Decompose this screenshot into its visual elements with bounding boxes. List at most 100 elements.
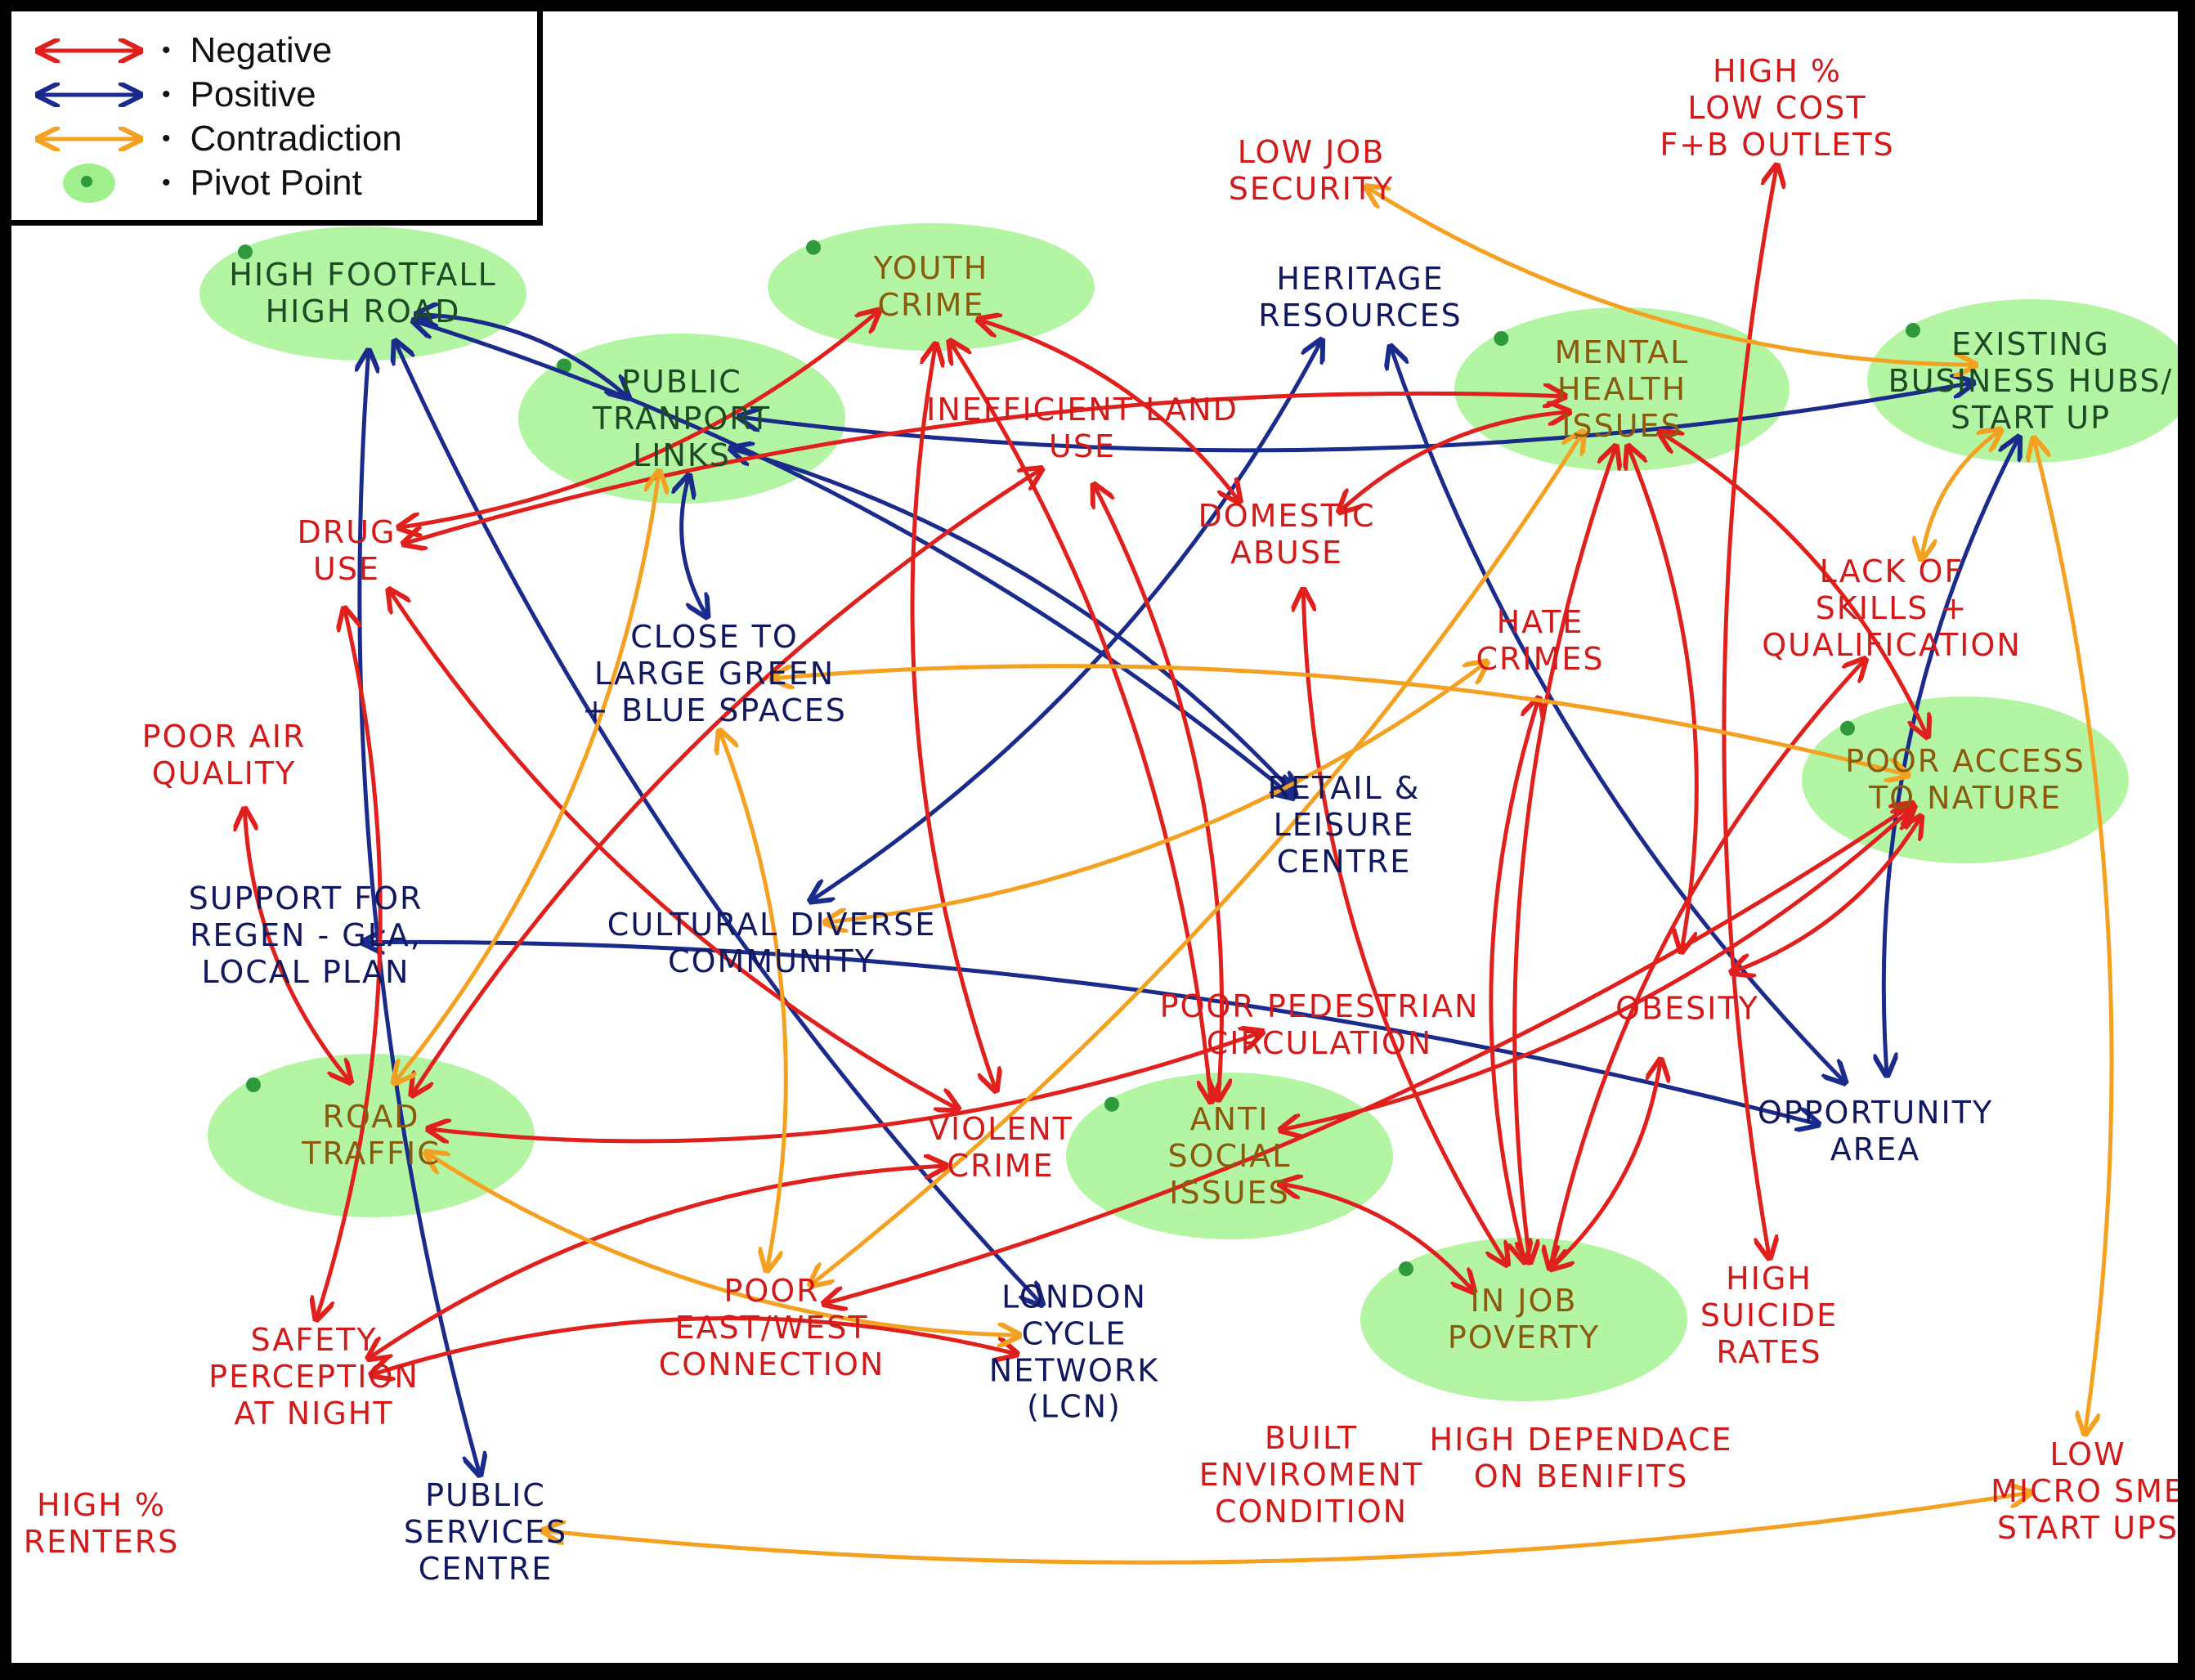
- node-label-line: Renters: [23, 1524, 180, 1560]
- legend-bullet: •: [162, 125, 171, 152]
- pivot-dot-icon: [1840, 720, 1855, 736]
- node-low-job: Low JobSecurity: [1229, 134, 1395, 208]
- relationship-arrows: [199, 11, 2178, 1565]
- node-label-line: Business Hubs/: [1888, 362, 2174, 399]
- node-label-line: Existing: [1951, 325, 2110, 362]
- legend-bullet: •: [162, 81, 171, 108]
- node-label-line: Inefficient Land: [926, 392, 1239, 428]
- node-high-suicide: HighSuicideRates: [1700, 1261, 1838, 1370]
- node-label-line: Low Job: [1237, 134, 1386, 171]
- node-label-line: High Footfall: [229, 257, 497, 293]
- arrow-contradiction-road-traffic-to-london-cycle: [426, 1153, 1019, 1336]
- node-london-cycle: LondonCycleNetwork(LCN): [989, 1279, 1159, 1425]
- node-youth-crime: YouthCrime: [874, 250, 989, 324]
- node-label-line: on Benifits: [1473, 1458, 1689, 1494]
- node-label-line: Leisure: [1273, 806, 1415, 843]
- node-heritage: HeritageResources: [1258, 261, 1462, 334]
- node-label-line: High %: [1712, 52, 1842, 89]
- node-violent-crime: ViolentCrime: [928, 1111, 1073, 1185]
- legend-item-contradiction: • Contradiction: [28, 118, 402, 160]
- node-existing-business: ExistingBusiness Hubs/Start up: [1888, 326, 2174, 436]
- green-pivot-dot-icon: [63, 164, 115, 203]
- node-label-line: Safety: [250, 1321, 378, 1358]
- node-label-line: Micro SME: [1991, 1472, 2178, 1509]
- node-public-transport: PublicTranportLinks: [593, 364, 771, 473]
- node-label-line: Heritage: [1276, 261, 1445, 298]
- node-label-line: London: [1001, 1279, 1147, 1315]
- whiteboard: High FootfallHigh RoadYouthCrimePublicTr…: [11, 11, 2178, 1663]
- node-label-line: High Dependace: [1429, 1422, 1733, 1458]
- node-label-line: Issues: [1561, 407, 1682, 444]
- node-label-line: Support for: [188, 880, 423, 916]
- pivot-dot-icon: [806, 240, 821, 255]
- node-label-line: Qualification: [1762, 626, 2022, 663]
- node-road-traffic: RoadTraffic: [302, 1099, 441, 1172]
- node-poor-nature: Poor AccessTo Nature: [1845, 743, 2085, 817]
- node-label-line: Built: [1264, 1419, 1359, 1456]
- node-label-line: F+B Outlets: [1660, 126, 1895, 163]
- node-label-line: + Blue Spaces: [582, 692, 847, 728]
- node-label-line: Quality: [151, 755, 297, 791]
- node-label-line: Youth: [873, 250, 989, 287]
- node-high-dependance: High Dependaceon Benifits: [1430, 1422, 1733, 1495]
- node-label-line: Traffic: [302, 1136, 441, 1172]
- node-label-line: Retail &: [1267, 769, 1421, 806]
- node-poor-air: Poor AirQuality: [142, 719, 307, 792]
- node-mental-health: MentalHealthIssues: [1555, 334, 1690, 444]
- pivot-dot-icon: [1494, 331, 1509, 346]
- node-label-line: Network: [988, 1352, 1160, 1388]
- node-label-line: Close to: [630, 618, 799, 655]
- arrow-contradiction-existing-business-to-low-micro: [2034, 438, 2114, 1434]
- node-label-line: Low cost: [1687, 89, 1867, 126]
- arrow-negative-mental-health-to-obesity: [1628, 446, 1699, 952]
- node-label-line: Anti: [1189, 1100, 1270, 1137]
- arrow-contradiction-public-services-to-low-micro: [543, 1493, 2031, 1565]
- pivot-dot-icon: [246, 1077, 261, 1092]
- legend-label-contradiction: Contradiction: [190, 119, 402, 159]
- node-label-line: Social: [1167, 1137, 1292, 1174]
- node-poor-ped: Poor PedestrianCirculation: [1160, 988, 1480, 1062]
- node-label-line: Circulation: [1206, 1025, 1433, 1061]
- blue-double-arrow-icon: [28, 74, 150, 116]
- node-cultural: Cultural DiverseCommunity: [607, 907, 936, 980]
- node-label-line: Security: [1228, 171, 1395, 207]
- node-lack-skills: Lack ofSkills +Qualification: [1762, 553, 2022, 663]
- node-label-line: High %: [37, 1487, 166, 1524]
- node-label-line: Crime: [947, 1148, 1055, 1184]
- node-label-line: Large Green: [594, 655, 835, 692]
- node-label-line: Tranport: [592, 400, 772, 437]
- legend-bullet: •: [162, 37, 171, 64]
- node-label-line: Violent: [928, 1111, 1073, 1148]
- node-close-green: Close toLarge Green+ Blue Spaces: [582, 619, 847, 728]
- legend-label-pivot-point: Pivot Point: [190, 163, 362, 203]
- arrow-contradiction-existing-business-to-lack-skills: [1922, 430, 2001, 560]
- arrow-contradiction-low-job-to-existing-business: [1366, 187, 1976, 365]
- arrow-contradiction-mental-health-to-poor-ew: [810, 432, 1584, 1285]
- node-label-line: Cultural Diverse: [607, 907, 937, 943]
- node-label-line: Opportunity: [1757, 1095, 1994, 1131]
- node-label-line: Use: [1049, 428, 1116, 464]
- node-label-line: Health: [1557, 370, 1687, 407]
- node-label-line: Use: [313, 551, 380, 587]
- node-label-line: (LCN): [1027, 1388, 1122, 1425]
- node-label-line: Local Plan: [201, 953, 410, 990]
- node-label-line: Resources: [1258, 298, 1463, 334]
- node-label-line: Centre: [1276, 843, 1412, 880]
- legend: • Negative • Positive • Contradiction • …: [11, 11, 543, 226]
- node-label-line: Low: [2049, 1436, 2126, 1472]
- node-safety: SafetyPerceptionat Night: [208, 1322, 419, 1431]
- node-label-line: Issues: [1169, 1174, 1290, 1211]
- legend-item-positive: • Positive: [28, 74, 316, 116]
- node-obesity: Obesity: [1615, 991, 1759, 1028]
- red-double-arrow-icon: [28, 29, 150, 72]
- arrow-negative-drug-use-to-safety: [316, 608, 383, 1319]
- node-label-line: Rates: [1716, 1333, 1822, 1370]
- node-high-footfall: High FootfallHigh Road: [229, 257, 496, 330]
- node-domestic-abuse: DomesticAbuse: [1198, 498, 1375, 571]
- node-label-line: Enviroment: [1198, 1456, 1424, 1493]
- node-label-line: Road: [322, 1099, 420, 1136]
- node-label-line: Cycle: [1021, 1315, 1127, 1352]
- node-label-line: Crimes: [1476, 641, 1605, 677]
- node-label-line: Skills +: [1815, 589, 1969, 626]
- node-label-line: Crime: [877, 287, 985, 323]
